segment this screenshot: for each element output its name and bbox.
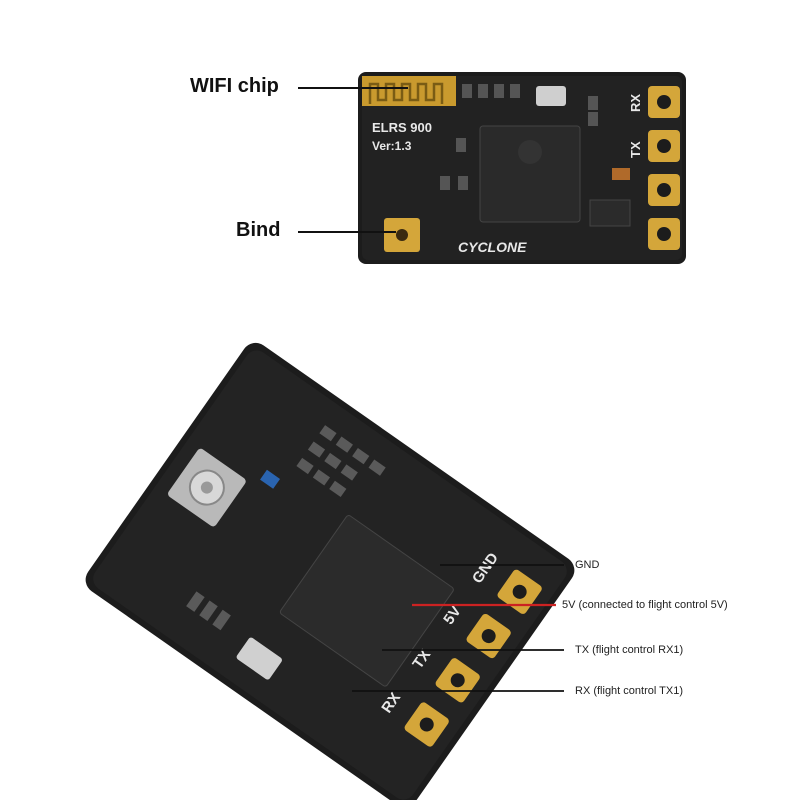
wifi-antenna-icon [362,76,456,106]
gnd-callout: GND [575,559,600,571]
top-gold-pads [648,86,680,250]
wifi-chip-callout: WIFI chip [190,75,279,97]
bind-callout: Bind [236,219,281,241]
top-pin-label-tx: TX [628,141,643,158]
bind-button-icon [384,218,420,252]
top-version-text: Ver:1.3 [372,139,412,153]
5v-callout: 5V (connected to flight control 5V) [562,599,728,611]
top-pin-label-rx: RX [628,94,643,112]
rx-callout: RX (flight control TX1) [575,685,684,697]
antenna-connector-icon [168,448,246,527]
tx-callout: TX (flight control RX1) [575,644,684,656]
top-board-photo: ELRS 900 Ver:1.3 CYCLONE RX TX [298,72,686,264]
bottom-mcu-chip [279,515,454,687]
bottom-board-photo: GND 5V TX RX [85,342,575,800]
mcu-chip [479,125,581,223]
top-brand-text: ELRS 900 [372,120,432,135]
top-logo-text: CYCLONE [458,239,527,255]
